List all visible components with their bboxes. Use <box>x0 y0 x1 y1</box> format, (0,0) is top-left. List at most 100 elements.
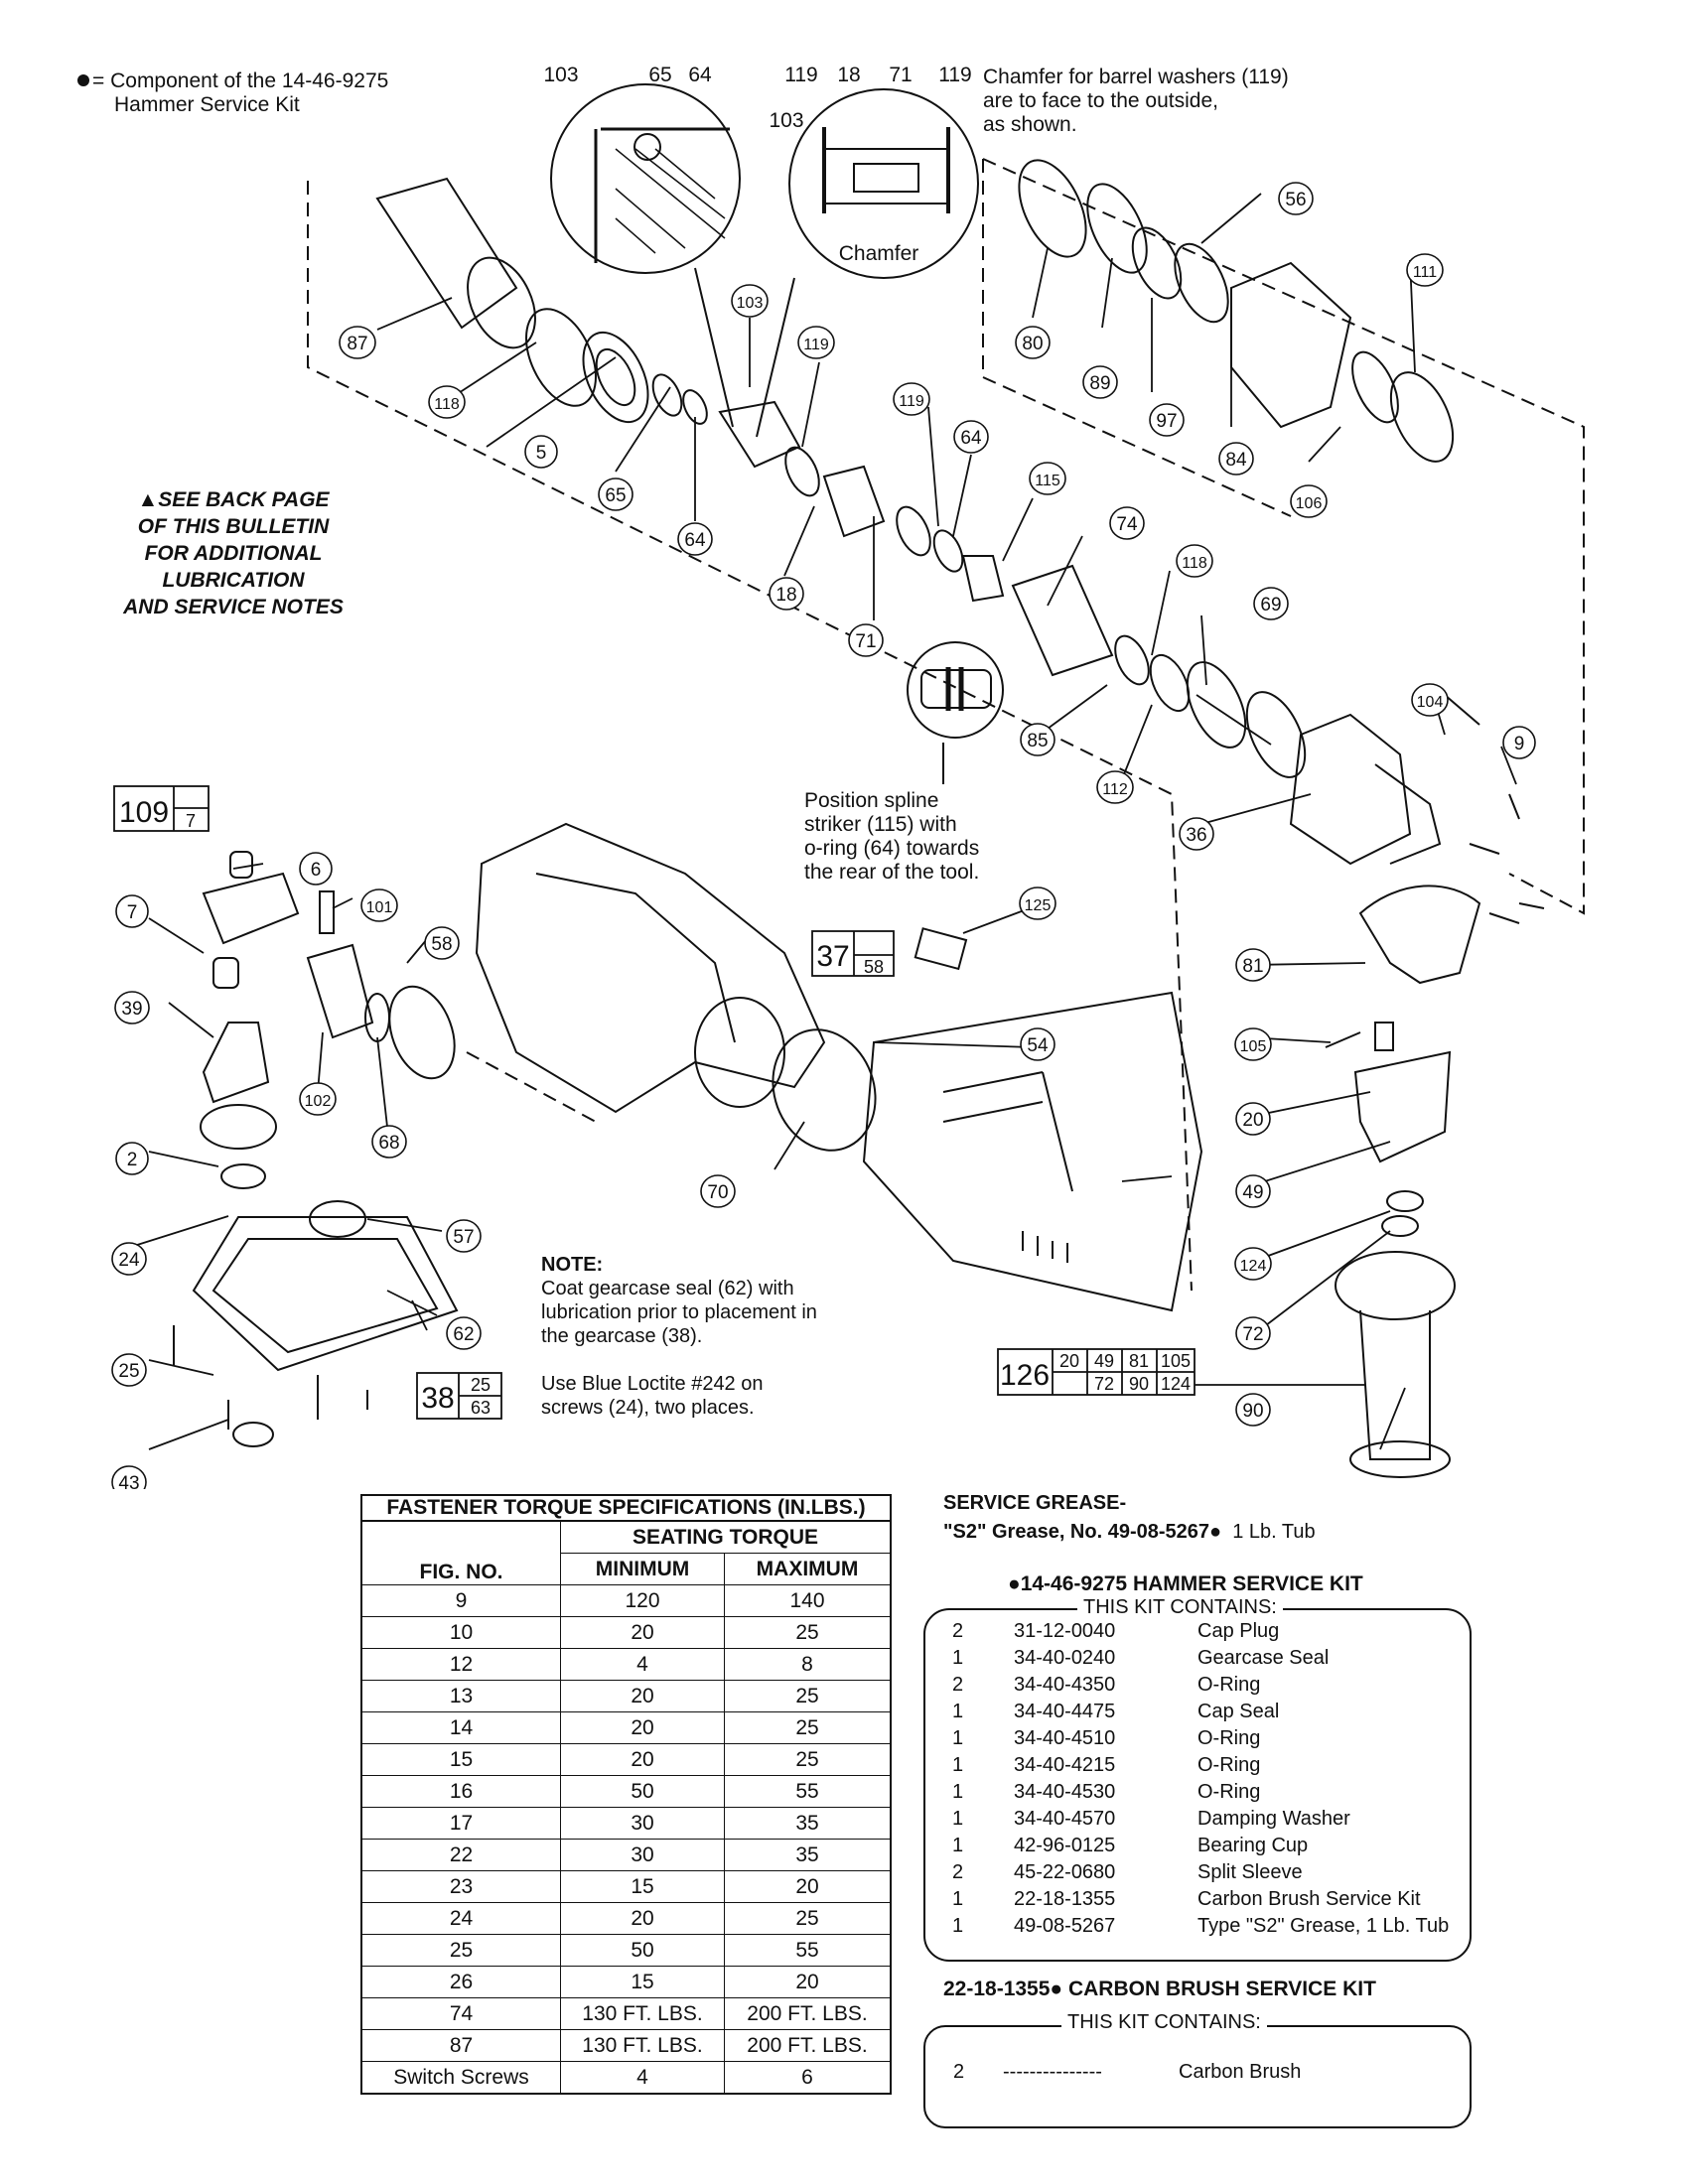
motor-housing-part <box>862 991 1203 1312</box>
callout-106: 106 <box>1290 484 1328 518</box>
callout-56: 56 <box>1278 182 1314 215</box>
svg-text:124: 124 <box>1161 1374 1191 1394</box>
detail-circle-washers <box>788 88 979 279</box>
svg-text:20: 20 <box>1242 1110 1263 1131</box>
top-label: 103 <box>769 109 803 132</box>
svg-text:68: 68 <box>378 1133 399 1154</box>
callout-118: 118 <box>428 385 466 419</box>
svg-text:119: 119 <box>803 337 829 353</box>
callout-24: 24 <box>111 1242 147 1276</box>
callout-36: 36 <box>1179 817 1214 851</box>
callout-43: 43 <box>111 1465 147 1489</box>
svg-text:18: 18 <box>775 585 796 606</box>
ref-box-109: 109 7 <box>113 785 210 832</box>
callout-65: 65 <box>598 478 633 511</box>
svg-text:72: 72 <box>1094 1374 1114 1394</box>
exploded-parts-diagram: 103 65 64 119 18 71 119 103 Chamfer 87 1… <box>111 64 1585 1489</box>
top-label: 18 <box>837 64 860 86</box>
callout-87: 87 <box>339 326 376 359</box>
bullet-icon: ● <box>1050 1978 1063 2000</box>
cylinder-flange-part <box>1289 713 1412 866</box>
svg-text:58: 58 <box>431 934 452 955</box>
top-label: 119 <box>784 64 817 86</box>
chamfer-label: Chamfer <box>839 242 919 265</box>
callout-70: 70 <box>700 1174 736 1208</box>
piston-part <box>1011 564 1114 677</box>
note-line: FOR ADDITIONAL <box>144 542 323 565</box>
svg-text:43: 43 <box>118 1473 139 1489</box>
svg-text:90: 90 <box>1242 1401 1263 1422</box>
top-label: 64 <box>688 64 712 86</box>
assembly-guide-line <box>982 159 1292 517</box>
callout-9: 9 <box>1502 726 1536 759</box>
svg-text:57: 57 <box>453 1227 474 1248</box>
svg-text:39: 39 <box>121 999 142 1020</box>
callout-69: 69 <box>1253 587 1289 620</box>
svg-text:105: 105 <box>1240 1038 1267 1055</box>
svg-text:7: 7 <box>127 902 138 923</box>
svg-text:102: 102 <box>305 1093 332 1110</box>
svg-text:6: 6 <box>311 860 322 881</box>
top-label: 65 <box>648 64 671 86</box>
grease-heading: SERVICE GREASE- <box>943 1492 1127 1514</box>
legend-text-2: Hammer Service Kit <box>114 93 300 116</box>
svg-text:25: 25 <box>118 1361 139 1382</box>
svg-text:87: 87 <box>347 334 367 354</box>
note-line: OF THIS BULLETIN <box>137 515 330 538</box>
svg-text:63: 63 <box>471 1398 491 1418</box>
svg-text:89: 89 <box>1089 373 1110 394</box>
svg-text:81: 81 <box>1242 956 1263 977</box>
svg-text:24: 24 <box>118 1250 140 1271</box>
see-back-page-note: ▲SEE BACK PAGE OF THIS BULLETIN FOR ADDI… <box>99 486 367 620</box>
note-line: ▲SEE BACK PAGE <box>137 488 330 511</box>
kit-contains-label: THIS KIT CONTAINS: <box>1061 2011 1267 2034</box>
callout-62: 62 <box>446 1316 482 1350</box>
svg-text:103: 103 <box>737 295 764 312</box>
callout-5: 5 <box>524 435 558 469</box>
callout-112: 112 <box>1096 770 1134 804</box>
grease-part-number: "S2" Grease, No. 49-08-5267 <box>943 1521 1210 1543</box>
legend-text: = Component of the 14-46-9275 <box>92 69 389 92</box>
callout-111: 111 <box>1406 253 1444 287</box>
gearcase-housing-part <box>475 822 826 1114</box>
svg-text:62: 62 <box>453 1324 474 1345</box>
callout-97: 97 <box>1149 403 1185 437</box>
handle-clamp-part <box>1358 885 1481 985</box>
gearcase-seal-part <box>192 1216 459 1372</box>
chuck-sleeve-part <box>375 177 518 330</box>
callout-58: 58 <box>424 926 460 960</box>
callout-7: 7 <box>115 894 149 928</box>
assembly-guide-line <box>466 1051 597 1123</box>
brush-kit-title: 22-18-1355● CARBON BRUSH SERVICE KIT <box>943 1978 1376 2000</box>
svg-text:70: 70 <box>707 1182 728 1203</box>
svg-text:90: 90 <box>1129 1374 1149 1394</box>
note-line: AND SERVICE NOTES <box>123 596 344 618</box>
ref-box-126: 126 20 49 81 105 72 90 124 <box>997 1348 1196 1396</box>
hammer-kit-title: ●14-46-9275 HAMMER SERVICE KIT <box>1008 1572 1363 1595</box>
kit-contains-label: THIS KIT CONTAINS: <box>1077 1596 1283 1619</box>
svg-text:105: 105 <box>1161 1351 1191 1371</box>
kit-component-legend: = Component of the 14-46-9275 Hammer Ser… <box>77 69 388 117</box>
svg-text:71: 71 <box>855 631 876 652</box>
callout-101: 101 <box>360 888 398 922</box>
bullet-icon: ● <box>1209 1521 1222 1543</box>
table-title: FASTENER TORQUE SPECIFICATIONS (IN.LBS.) <box>360 1494 892 1522</box>
svg-text:118: 118 <box>434 396 460 413</box>
callout-125: 125 <box>1019 887 1056 920</box>
svg-text:2: 2 <box>127 1150 138 1170</box>
callout-64b: 64 <box>953 420 989 454</box>
svg-text:7: 7 <box>186 811 196 831</box>
gearcase-note: NOTE: Coat gearcase seal (62) with lubri… <box>541 1253 869 1420</box>
svg-text:97: 97 <box>1156 411 1177 432</box>
svg-text:54: 54 <box>1027 1035 1049 1056</box>
svg-text:72: 72 <box>1242 1324 1263 1345</box>
callout-6: 6 <box>299 852 333 886</box>
column-header: MAXIMUM <box>724 1553 892 1585</box>
